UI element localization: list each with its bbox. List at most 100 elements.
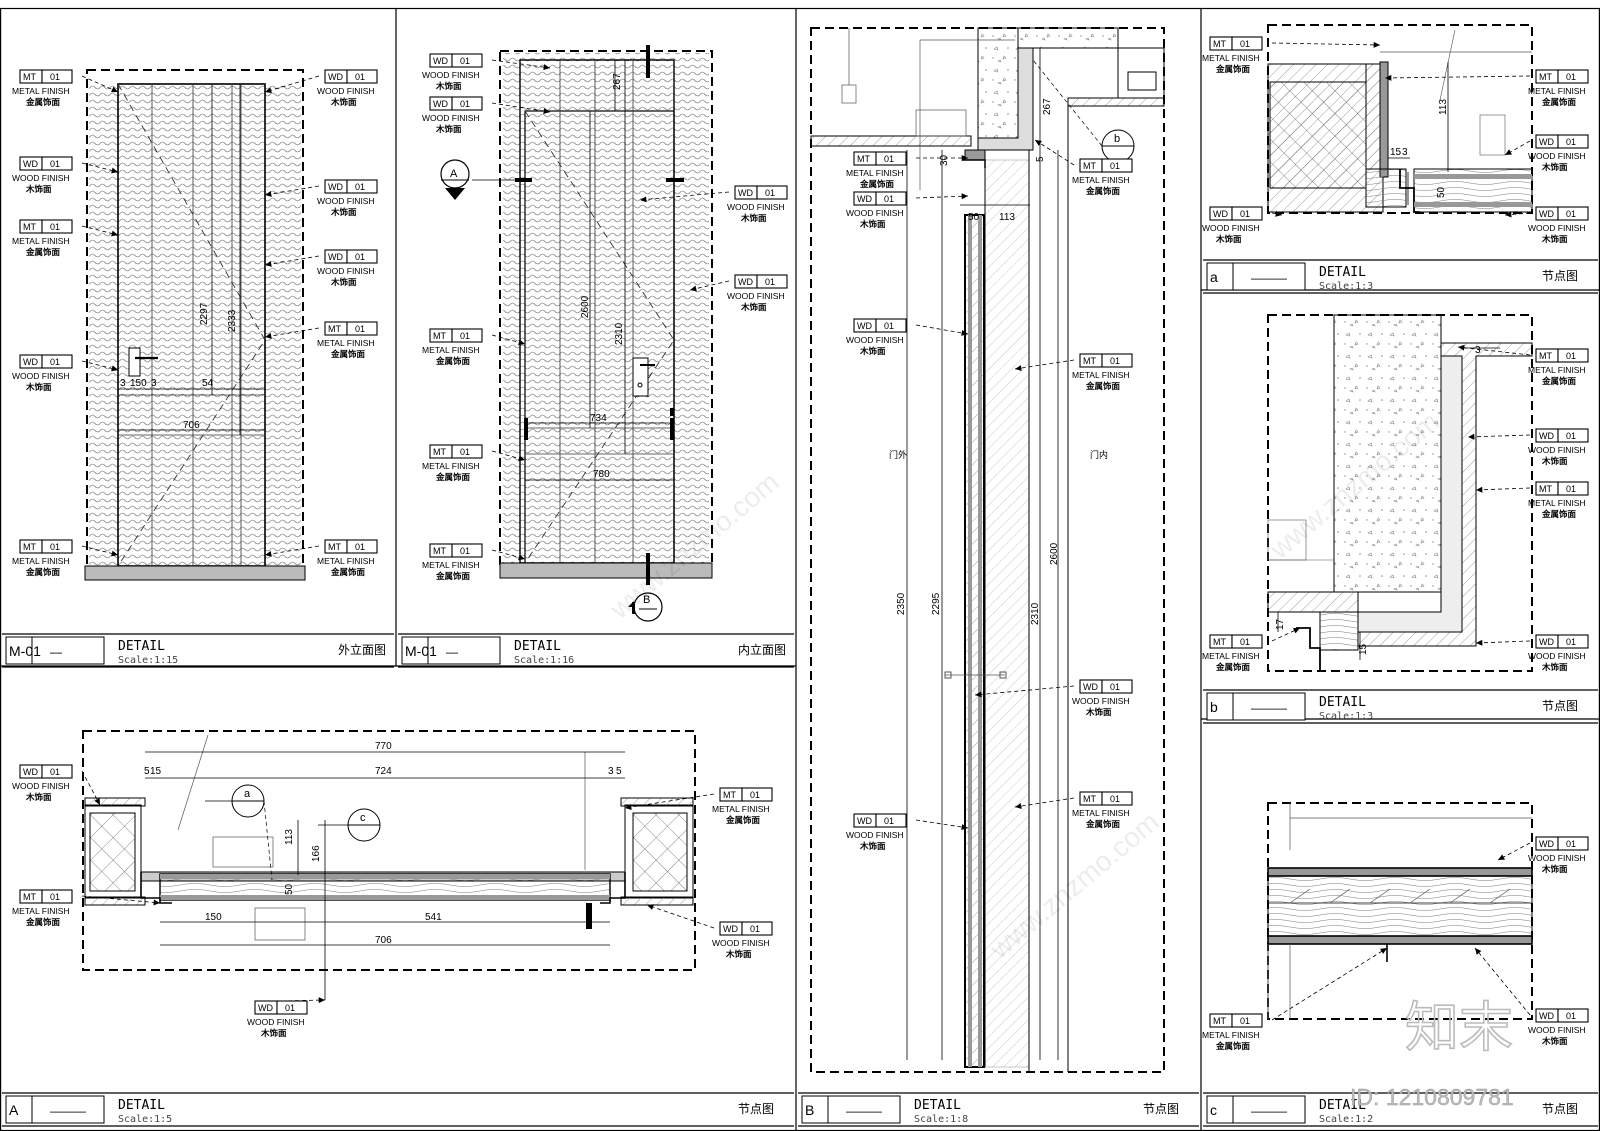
tag-finish-cn: 木饰面 bbox=[435, 81, 462, 91]
tag-finish-en: WOOD FINISH bbox=[317, 196, 375, 206]
panel-title: DETAIL bbox=[1319, 1098, 1366, 1113]
tag-finish-cn: 金属饰面 bbox=[330, 567, 366, 577]
tag-finish-en: WOOD FINISH bbox=[422, 113, 480, 123]
tag-number: 01 bbox=[884, 816, 894, 826]
dim-pa-d3: 3 bbox=[1402, 147, 1408, 158]
tag-number: 01 bbox=[1110, 356, 1120, 366]
tag-code: MT bbox=[328, 324, 341, 334]
panel-id: A bbox=[9, 1102, 19, 1118]
tag-number: 01 bbox=[355, 72, 365, 82]
tag-finish-en: WOOD FINISH bbox=[12, 371, 70, 381]
tag-finish-cn: 金属饰面 bbox=[25, 917, 61, 927]
arrow-icon bbox=[543, 64, 550, 71]
tag-code: MT bbox=[1539, 484, 1552, 494]
detail-callout-b-label: b bbox=[1114, 133, 1120, 145]
tag-number: 01 bbox=[355, 324, 365, 334]
panel-dash: ——— bbox=[50, 1104, 86, 1118]
tag-code: MT bbox=[23, 222, 36, 232]
tag-code: WD bbox=[23, 767, 38, 777]
tag-finish-cn: 木饰面 bbox=[859, 346, 886, 356]
arrow-icon bbox=[94, 798, 100, 805]
tag-code: MT bbox=[857, 154, 870, 164]
arrow-icon bbox=[265, 87, 272, 94]
tag-code: MT bbox=[1083, 794, 1096, 804]
tag-number: 01 bbox=[1240, 39, 1250, 49]
leader-line bbox=[264, 255, 320, 266]
panel-title: DETAIL bbox=[514, 639, 561, 654]
panel-scale: Scale:1:3 bbox=[1319, 281, 1373, 292]
tag-number: 01 bbox=[765, 188, 775, 198]
dim-pB-h2: 2295 bbox=[931, 592, 942, 615]
detail-callout-c[interactable]: c bbox=[318, 808, 381, 842]
tag-code: WD bbox=[738, 188, 753, 198]
tag-finish-cn: 木饰面 bbox=[740, 302, 767, 312]
arrow-icon bbox=[1458, 344, 1465, 351]
tag-finish-cn: 金属饰面 bbox=[1215, 662, 1251, 672]
tag-finish-en: WOOD FINISH bbox=[1072, 696, 1130, 706]
dim-pA-l1: 5 bbox=[144, 766, 150, 777]
arrow-icon bbox=[1275, 210, 1282, 217]
tag-code: WD bbox=[857, 321, 872, 331]
leader-line bbox=[1475, 487, 1531, 491]
tag-number: 01 bbox=[1566, 484, 1576, 494]
section-marker-A-label: A bbox=[450, 168, 458, 180]
tag-finish-cn: 木饰面 bbox=[25, 792, 52, 802]
detail-callout-a[interactable]: a bbox=[205, 784, 273, 881]
dim-pb-d2: 17 bbox=[1275, 618, 1286, 630]
tag-number: 01 bbox=[1110, 161, 1120, 171]
leader-line bbox=[624, 793, 715, 809]
dim-pA-total: 770 bbox=[375, 741, 392, 752]
tag-number: 01 bbox=[1110, 682, 1120, 692]
door-lock-icon bbox=[632, 357, 655, 397]
tag-code: MT bbox=[23, 892, 36, 902]
detail-callout-a-label: a bbox=[244, 788, 251, 800]
tag-finish-cn: 木饰面 bbox=[859, 841, 886, 851]
tag-code: MT bbox=[1539, 351, 1552, 361]
arrow-icon bbox=[1476, 639, 1483, 646]
tag-finish-cn: 木饰面 bbox=[330, 97, 357, 107]
tag-finish-en: METAL FINISH bbox=[12, 556, 70, 566]
watermark-logo: 知末 bbox=[1405, 998, 1513, 1058]
panel-scale: Scale:1:2 bbox=[1319, 1114, 1373, 1125]
leader-line bbox=[1475, 640, 1531, 644]
tag-number: 01 bbox=[50, 892, 60, 902]
tag-finish-en: METAL FINISH bbox=[1202, 53, 1260, 63]
tag-finish-cn: 金属饰面 bbox=[435, 356, 471, 366]
tag-code: WD bbox=[1539, 431, 1554, 441]
tag-number: 01 bbox=[355, 542, 365, 552]
tag-finish-en: METAL FINISH bbox=[1202, 651, 1260, 661]
tag-code: WD bbox=[1539, 839, 1554, 849]
dim-pb-d1: 3 bbox=[1475, 345, 1481, 356]
arrow-icon bbox=[1015, 365, 1022, 372]
tag-finish-cn: 金属饰面 bbox=[1541, 97, 1577, 107]
dim-pA-d1: 113 bbox=[284, 829, 295, 845]
leader-line bbox=[1271, 627, 1301, 642]
tag-finish-en: WOOD FINISH bbox=[1528, 445, 1586, 455]
section-marker-B[interactable]: B bbox=[628, 592, 663, 622]
tag-finish-en: WOOD FINISH bbox=[727, 202, 785, 212]
tag-number: 01 bbox=[1566, 1011, 1576, 1021]
panel-scale: Scale:1:8 bbox=[914, 1114, 968, 1125]
dim-p1-w1: 150 bbox=[130, 378, 147, 389]
tag-code: MT bbox=[1213, 1016, 1226, 1026]
panel-id: a bbox=[1210, 269, 1218, 285]
tag-number: 01 bbox=[460, 99, 470, 109]
detail-callout-b[interactable]: b bbox=[1032, 59, 1135, 163]
section-marker-A[interactable]: A bbox=[440, 159, 515, 200]
tag-code: WD bbox=[433, 99, 448, 109]
